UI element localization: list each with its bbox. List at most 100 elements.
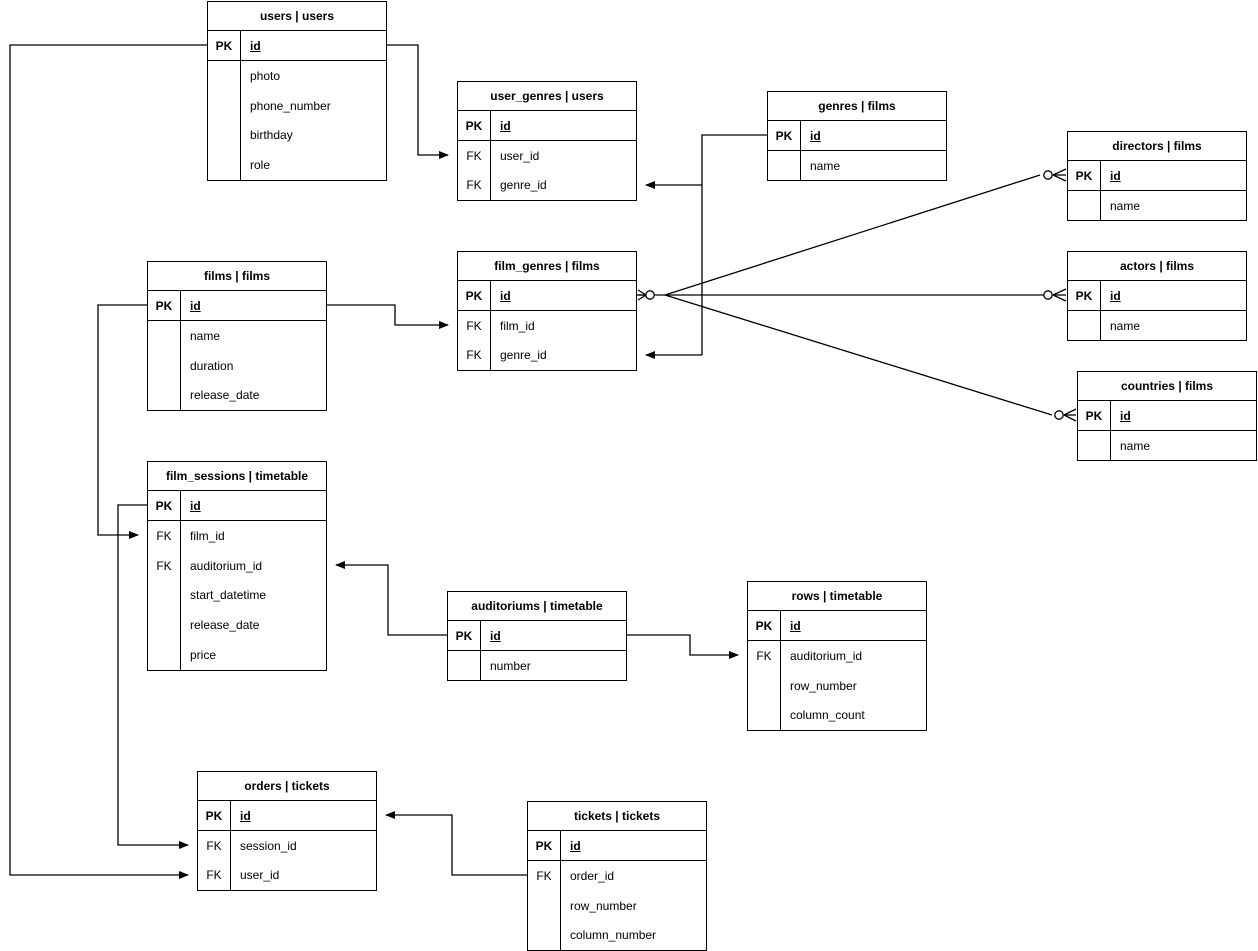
entity-title-film_genres: film_genres | films (457, 251, 637, 281)
entity-attribute-row[interactable]: duration (148, 350, 326, 381)
entity-attribute-row[interactable]: phone_number (208, 90, 386, 121)
entity-attribute-row[interactable]: role (208, 150, 386, 180)
entity-attribute-row[interactable]: photo (208, 61, 386, 91)
pk-attribute-film_genres: id (491, 281, 636, 310)
entity-attribute-row[interactable]: release_date (148, 610, 326, 641)
key-spacer (768, 151, 801, 180)
entity-attribute-row[interactable]: row_number (528, 890, 706, 921)
entity-attribute-row[interactable]: number (448, 651, 626, 680)
key-spacer (208, 150, 241, 180)
entity-attribute-row[interactable]: birthday (208, 120, 386, 151)
entity-attribute-row[interactable]: row_number (748, 670, 926, 701)
fk-badge: FK (198, 831, 231, 861)
attribute-label: order_id (570, 868, 615, 883)
entity-attribute-row[interactable]: column_number (528, 920, 706, 951)
attribute-label: release_date (190, 618, 260, 633)
entity-attribute-row[interactable]: name (768, 151, 946, 180)
pk-badge-users: PK (208, 31, 241, 60)
pk-attribute-label: id (490, 628, 501, 643)
entity-attribute-row[interactable]: name (1068, 311, 1246, 340)
key-spacer (448, 651, 481, 680)
entity-title-directors: directors | films (1067, 131, 1247, 161)
pk-attribute-users: id (241, 31, 386, 60)
key-spacer (148, 640, 181, 670)
entity-attribute-row[interactable]: name (1068, 191, 1246, 220)
attribute-label: name (810, 158, 841, 173)
entity-attribute-row[interactable]: name (148, 321, 326, 351)
entity-title-genres: genres | films (767, 91, 947, 121)
pk-badge-orders: PK (198, 801, 231, 830)
attribute-label: row_number (570, 898, 637, 913)
attribute-label: user_id (500, 148, 540, 163)
pk-badge-film_genres: PK (458, 281, 491, 310)
entity-attribute-row[interactable]: name (1078, 431, 1256, 460)
key-spacer (208, 61, 241, 91)
entity-attribute-row[interactable]: column_count (748, 700, 926, 731)
attribute-label: row_number (790, 678, 857, 693)
entity-title-user_genres: user_genres | users (457, 81, 637, 111)
pk-badge-directors: PK (1068, 161, 1101, 190)
entity-attribute-row[interactable]: release_date (148, 380, 326, 411)
pk-badge-rows: PK (748, 611, 781, 640)
attribute-label: film_id (500, 318, 535, 333)
entity-title-countries: countries | films (1077, 371, 1257, 401)
attribute-label: role (250, 158, 271, 173)
edge-users-to-orders (9, 44, 207, 879)
edge-users-to-user-genres (387, 44, 449, 159)
entity-attribute-row[interactable]: price (148, 640, 326, 670)
key-spacer (748, 670, 781, 701)
key-spacer (148, 350, 181, 381)
pk-attribute-actors: id (1101, 281, 1246, 310)
key-spacer (1068, 311, 1101, 340)
key-spacer (148, 380, 181, 411)
entity-title-rows: rows | timetable (747, 581, 927, 611)
entity-title-actors: actors | films (1067, 251, 1247, 281)
key-spacer (1078, 431, 1111, 460)
pk-badge-films: PK (148, 291, 181, 320)
entity-attribute-row[interactable]: start_datetime (148, 580, 326, 611)
attribute-label: genre_id (500, 348, 547, 363)
entity-title-film_sessions: film_sessions | timetable (147, 461, 327, 491)
pk-attribute-rows: id (781, 611, 926, 640)
